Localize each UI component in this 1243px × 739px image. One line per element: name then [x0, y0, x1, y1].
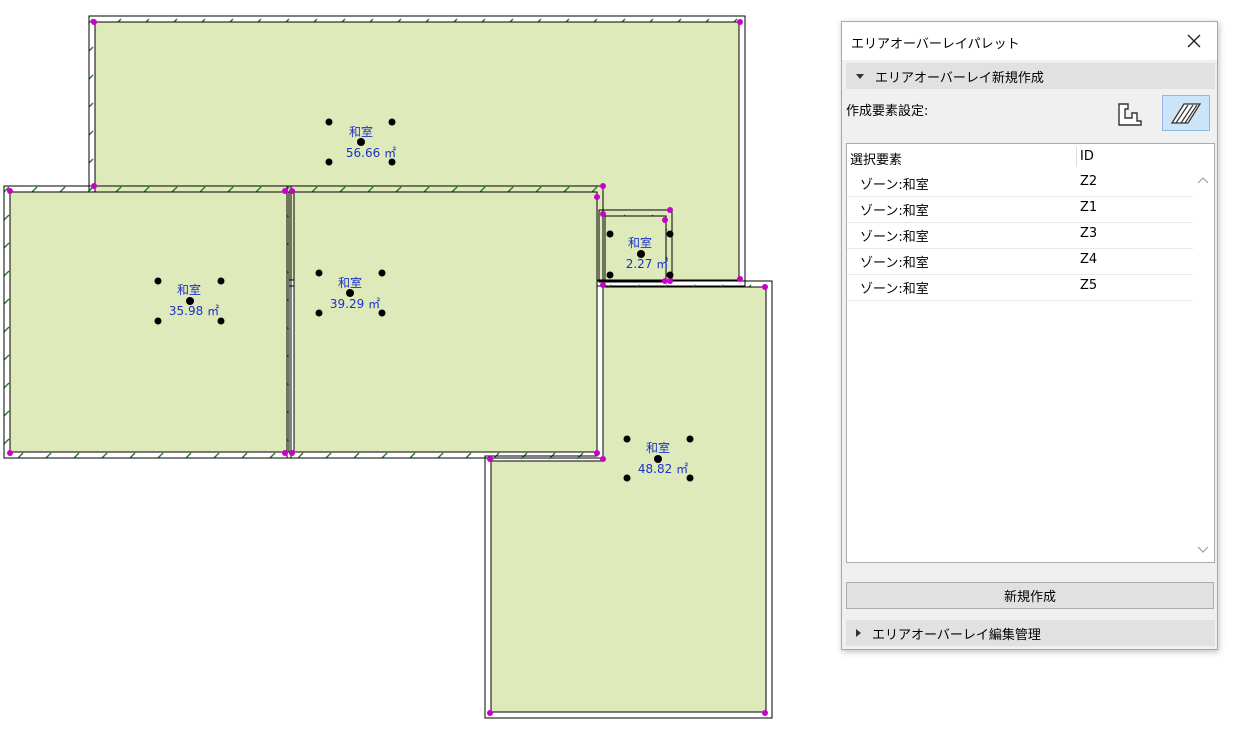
vertex-marker — [667, 207, 673, 213]
room-area-label: 48.82 ㎡ — [638, 462, 688, 476]
column-header-id[interactable]: ID — [1080, 149, 1094, 164]
room-name-label: 和室 — [646, 440, 670, 455]
vertex-marker — [7, 450, 13, 456]
floor-plan-canvas[interactable]: 和室 56.66 ㎡ 和室 35.98 ㎡ 和室 39.29 ㎡ 和室 2.27… — [0, 0, 835, 739]
room-name-label: 和室 — [177, 282, 201, 297]
vertex-marker — [282, 188, 288, 194]
hatch-fill-button[interactable] — [1162, 95, 1210, 131]
row-element-name: ゾーン:和室 — [860, 230, 929, 245]
vertex-marker — [762, 284, 768, 290]
column-header-selected-element[interactable]: 選択要素 — [850, 153, 903, 168]
table-row[interactable]: ゾーン:和室 Z1 — [847, 196, 1193, 223]
vertex-marker — [600, 211, 606, 217]
zone-outline-button[interactable] — [1106, 95, 1154, 131]
scroll-down-button[interactable] — [1196, 544, 1210, 556]
room-area-label: 39.29 ㎡ — [330, 297, 380, 311]
vertex-marker — [600, 282, 606, 288]
room-zone-z4[interactable] — [598, 209, 673, 283]
hatch-fill-icon — [1170, 103, 1202, 124]
table-row[interactable]: ゾーン:和室 Z3 — [847, 222, 1193, 249]
vertex-marker — [600, 183, 606, 189]
vertex-marker — [594, 450, 600, 456]
vertex-marker — [594, 194, 600, 200]
zone-outline-icon — [1118, 103, 1142, 126]
vertex-marker — [289, 450, 295, 456]
vertex-marker — [662, 278, 668, 284]
selected-elements-list[interactable]: 選択要素 ID ゾーン:和室 Z2 ゾーン:和室 Z1 ゾーン:和室 Z3 ゾー… — [846, 143, 1215, 563]
expand-triangle-icon — [856, 629, 861, 637]
row-element-id: Z4 — [1080, 252, 1098, 267]
vertex-marker — [600, 456, 606, 462]
zone-stamp-z3[interactable]: 和室 39.29 ㎡ — [315, 269, 386, 317]
vertex-marker — [289, 188, 295, 194]
room-name-label: 和室 — [349, 124, 373, 139]
vertex-marker — [662, 217, 668, 223]
vertex-marker — [91, 183, 97, 189]
section-new-overlay-label: エリアオーバーレイ新規作成 — [875, 70, 1044, 86]
row-element-id: Z2 — [1080, 174, 1098, 189]
row-element-id: Z1 — [1080, 200, 1098, 215]
vertex-marker — [7, 188, 13, 194]
vertex-marker — [762, 710, 768, 716]
zone-stamp-z5[interactable]: 和室 48.82 ㎡ — [623, 435, 694, 482]
palette-titlebar[interactable]: エリアオーバーレイパレット — [842, 22, 1217, 60]
row-element-name: ゾーン:和室 — [860, 256, 929, 271]
vertex-marker — [91, 19, 97, 25]
create-new-button[interactable]: 新規作成 — [846, 582, 1214, 609]
room-name-label: 和室 — [338, 275, 362, 290]
palette-title: エリアオーバーレイパレット — [851, 37, 1020, 52]
section-new-overlay[interactable]: エリアオーバーレイ新規作成 — [846, 63, 1215, 89]
close-icon — [1187, 34, 1201, 48]
zone-stamp-z4[interactable]: 和室 2.27 ㎡ — [606, 230, 674, 279]
room-area-label: 56.66 ㎡ — [346, 146, 396, 160]
row-element-name: ゾーン:和室 — [860, 282, 929, 297]
scroll-up-button[interactable] — [1196, 174, 1210, 186]
vertex-marker — [282, 450, 288, 456]
chevron-up-icon — [1197, 177, 1209, 184]
vertex-marker — [487, 456, 493, 462]
creation-settings-label: 作成要素設定: — [846, 104, 929, 119]
area-overlay-palette: エリアオーバーレイパレット エリアオーバーレイ新規作成 作成要素設定: 選択要素 — [841, 21, 1218, 650]
collapse-triangle-icon — [856, 73, 864, 79]
table-row[interactable]: ゾーン:和室 Z4 — [847, 248, 1193, 275]
room-name-label: 和室 — [628, 235, 652, 250]
row-element-name: ゾーン:和室 — [860, 204, 929, 219]
list-header: 選択要素 ID — [847, 144, 1193, 170]
zone-stamp-z1[interactable]: 和室 35.98 ㎡ — [154, 277, 225, 325]
vertex-marker — [737, 276, 743, 282]
chevron-down-icon — [1197, 546, 1209, 553]
list-scrollbar[interactable] — [1193, 170, 1213, 561]
zone-stamp-z2[interactable]: 和室 56.66 ㎡ — [325, 118, 397, 166]
section-edit-overlay[interactable]: エリアオーバーレイ編集管理 — [846, 620, 1215, 646]
close-button[interactable] — [1182, 30, 1206, 52]
row-element-id: Z3 — [1080, 226, 1098, 241]
section-edit-overlay-label: エリアオーバーレイ編集管理 — [872, 627, 1041, 643]
table-row[interactable]: ゾーン:和室 Z5 — [847, 274, 1193, 301]
room-zone-z3[interactable] — [286, 185, 604, 459]
room-area-label: 2.27 ㎡ — [626, 257, 669, 271]
table-row[interactable]: ゾーン:和室 Z2 — [847, 170, 1193, 197]
room-zone-z1[interactable] — [3, 185, 292, 459]
vertex-marker — [487, 710, 493, 716]
row-element-id: Z5 — [1080, 278, 1098, 293]
room-area-label: 35.98 ㎡ — [169, 304, 219, 318]
row-element-name: ゾーン:和室 — [860, 178, 929, 193]
vertex-marker — [737, 19, 743, 25]
vertex-markers[interactable] — [7, 19, 768, 716]
column-separator[interactable] — [1076, 147, 1077, 167]
vertex-marker — [667, 278, 673, 284]
